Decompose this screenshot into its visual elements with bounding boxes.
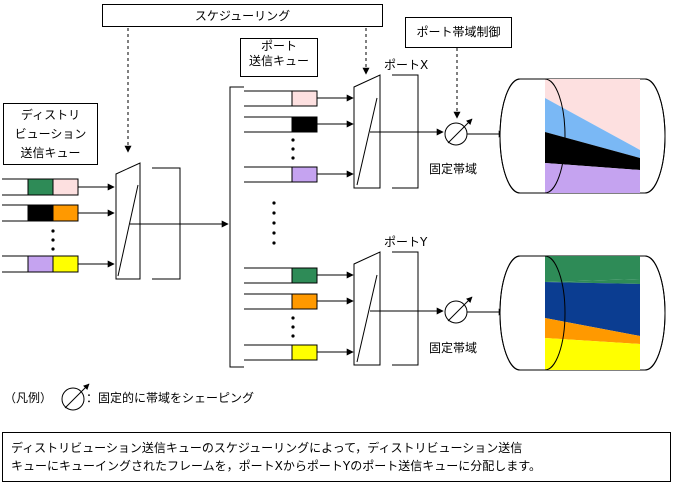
port-y-shaper [444,296,473,324]
dist-queue3-frame-purple [27,255,54,273]
cyl-x-purple [545,163,640,193]
port-y-queues [244,267,318,361]
scheduler-diagonal [117,184,139,277]
cyl-y-yellow [545,338,640,370]
port-x-ellipsis [291,138,295,160]
caption-box: ディストリビューション送信キューのスケジューリングによって，ディストリビューショ… [2,432,671,482]
legend-text: ：固定的に帯域をシェーピング [86,391,255,405]
caption-line1: ディストリビューション送信キューのスケジューリングによって，ディストリビューショ… [11,441,523,455]
fixed-bw-x-label: 固定帯域 [429,162,478,176]
dist-queue1-frame-green [27,178,54,196]
portx-queue1-frame-pink [291,90,318,107]
dist-queue2-frame-orange [52,204,79,222]
porty-queue3-frame-yellow [291,344,318,361]
scheduling-label: スケジューリング [194,9,291,23]
cyl-y-green [545,256,640,282]
legend-shaper-icon [61,383,90,411]
port-x-queue-arrows [317,94,354,178]
dist-queue-label-box: ディストリ ビューション 送信キュー [3,103,98,165]
port-y-label: ポートY [384,235,428,249]
dist-queue-label-line1: ディストリ [20,108,81,122]
porty-queue2-frame-orange [291,293,318,310]
dist-queue-ellipsis [51,229,55,251]
port-queue-label-line2: 送信キュー [248,54,309,68]
scheduling-box: スケジューリング [102,4,383,27]
port-y-scheduler [353,251,381,366]
port-bw-control-box: ポート帯域制御 [405,17,512,48]
port-x-scheduler-diagonal [356,97,378,186]
port-bw-control-label: ポート帯域制御 [416,25,501,39]
port-y-queue-arrows [317,271,354,356]
dist-queue2-frame-black [27,204,54,222]
dist-queue3-frame-yellow [52,255,79,273]
port-y-ellipsis [291,316,295,338]
port-x-shaper [444,118,473,146]
port-x-line-cylinder [499,78,666,194]
cyl-y-orange [545,318,640,344]
fixed-bw-y-label: 固定帯域 [429,341,478,355]
cyl-x-lightblue [545,98,640,158]
ports-ellipsis [272,201,276,245]
cyl-x-black [545,132,640,170]
cyl-x-pink [545,79,640,150]
port-y-bracket [392,251,419,366]
porty-queue1-frame-green [291,267,318,284]
port-queue-label-box: ポート 送信キュー [240,38,318,77]
port-queue-label-line1: ポート [260,39,297,53]
distribution-scheduler [115,162,141,280]
port-x-label: ポートX [384,58,429,72]
legend-prefix: （凡例） [4,391,53,405]
dist-queue-label-line2: ビューション [14,127,87,141]
scheduling-dashed-arrows [124,28,461,153]
port-y-line-cylinder [499,255,666,371]
distribution-queues [2,178,79,273]
caption-line2: キューにキューイングされたフレームを，ポートXからポートYのポート送信キューに分… [11,459,541,473]
port-y-scheduler-diagonal [356,274,378,363]
dist-queue1-frame-pink [52,178,79,196]
port-queues-bracket [229,86,244,368]
cyl-y-green2 [545,279,640,284]
dist-to-scheduler-arrows [78,183,115,268]
portx-queue3-frame-purple [291,166,318,183]
dist-queue-label-line3: 送信キュー [20,146,81,160]
port-x-queues [244,90,318,183]
portx-queue2-frame-black [291,116,318,133]
port-x-scheduler [353,74,381,189]
